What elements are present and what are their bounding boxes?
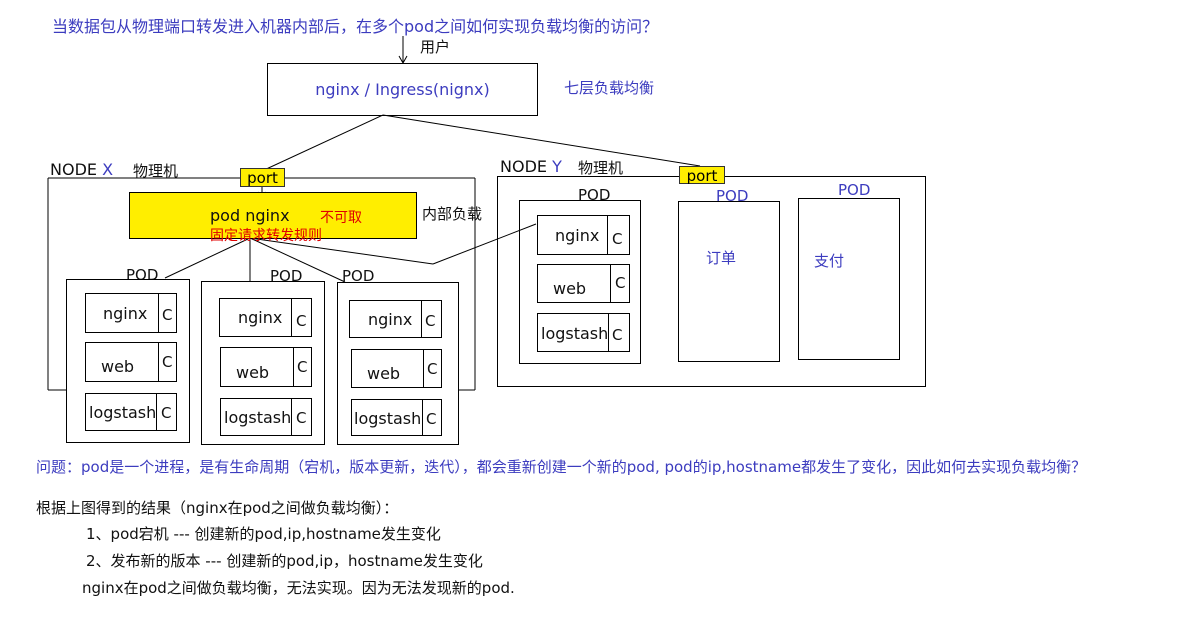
ingress-box: nginx / Ingress(nignx)	[267, 63, 538, 116]
container-web: web C	[537, 264, 630, 303]
ingress-label: nginx / Ingress(nignx)	[315, 80, 490, 99]
pod-2-title: POD	[270, 267, 303, 285]
pay-pod: 支付	[798, 198, 900, 360]
pod-3-title: POD	[342, 267, 375, 285]
container-logstash: logstash C	[537, 313, 630, 352]
order-pod-title: POD	[716, 187, 749, 205]
container-web: web C	[351, 349, 442, 388]
fixed-rule-label: 固定请求转发规则	[210, 228, 322, 244]
container-nginx: nginx C	[349, 300, 442, 338]
node-x-inner-nginx-box: pod nginx 不可取 固定请求转发规则	[129, 192, 417, 244]
internal-lb-label: 内部负载	[422, 205, 483, 223]
container-web: web C	[85, 342, 177, 382]
container-logstash: logstash C	[85, 393, 177, 431]
container-logstash: logstash C	[220, 398, 312, 436]
node-x-machine-label: 物理机	[133, 162, 179, 180]
order-label: 订单	[706, 249, 737, 267]
header-question: 当数据包从物理端口转发进入机器内部后，在多个pod之间如何实现负载均衡的访问？	[52, 17, 659, 36]
container-web: web C	[220, 347, 312, 387]
container-nginx: nginx C	[85, 293, 177, 333]
pod-2: nginx C web C logstash C	[201, 281, 325, 445]
node-y-pod: nginx C web C logstash C	[519, 200, 641, 364]
node-y-pod-title: POD	[578, 186, 611, 204]
node-y-port: port	[679, 166, 725, 185]
pod-3: nginx C web C logstash C	[337, 282, 459, 445]
conclusion-item-2: 2、发布新的版本 --- 创建新的pod,ip，hostname发生变化	[86, 552, 483, 570]
node-y-machine-label: 物理机	[578, 159, 624, 177]
container-logstash: logstash C	[351, 399, 442, 436]
container-nginx: nginx C	[219, 298, 312, 337]
node-y-label: NODE Y	[500, 157, 562, 176]
user-label: 用户	[420, 38, 451, 56]
pay-pod-title: POD	[838, 181, 871, 199]
pay-label: 支付	[814, 252, 845, 270]
problem-text: 问题：pod是一个进程，是有生命周期（宕机，版本更新，迭代），都会重新创建一个新…	[36, 458, 1087, 476]
conclusion-item-1: 1、pod宕机 --- 创建新的pod,ip,hostname发生变化	[86, 525, 441, 543]
node-x-port: port	[240, 168, 285, 187]
container-nginx: nginx C	[537, 215, 630, 255]
node-x-label: NODE X	[50, 160, 114, 179]
layer7-label: 七层负载均衡	[564, 79, 655, 97]
not-ok-label: 不可取	[320, 210, 362, 226]
order-pod: 订单	[678, 201, 780, 362]
conclusion-summary: nginx在pod之间做负载均衡，无法实现。因为无法发现新的pod.	[82, 579, 515, 597]
inner-nginx-label: pod nginx	[210, 206, 290, 225]
pod-1: nginx C web C logstash C	[66, 279, 190, 443]
conclusion-heading: 根据上图得到的结果（nginx在pod之间做负载均衡）：	[36, 499, 399, 517]
